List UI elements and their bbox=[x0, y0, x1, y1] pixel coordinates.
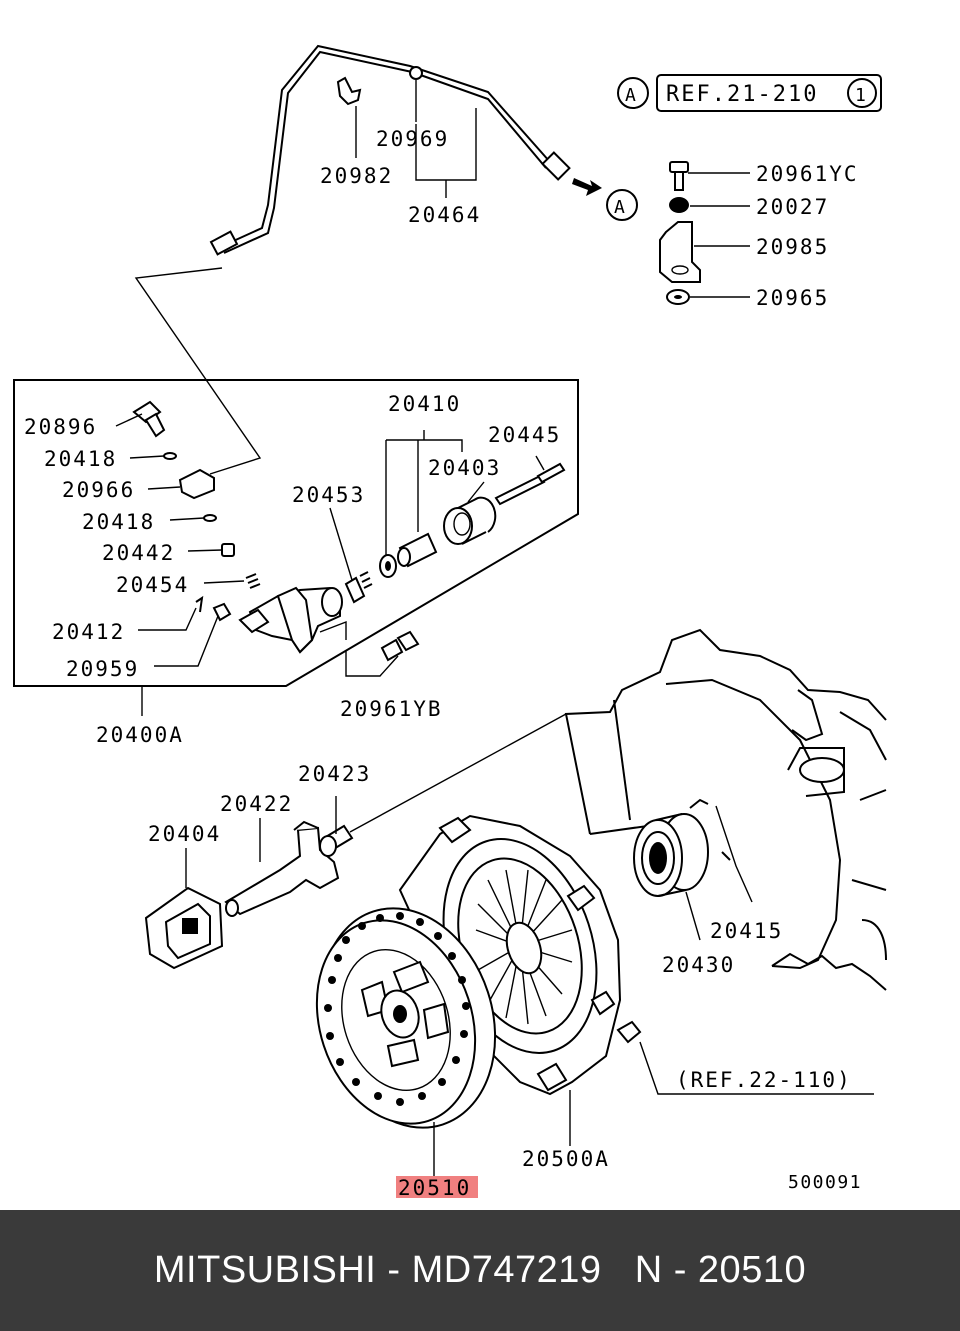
label-20966: 20966 bbox=[62, 478, 135, 502]
figure-number: 500091 bbox=[788, 1172, 862, 1193]
label-20027: 20027 bbox=[756, 195, 829, 219]
label-20400A: 20400A bbox=[96, 723, 184, 747]
parts-diagram: 20969 20982 20464 A A REF.21-210 1 20961… bbox=[13, 44, 887, 1200]
ref-box-21-210: A REF.21-210 1 bbox=[617, 74, 882, 112]
arrow-to-a bbox=[572, 178, 602, 196]
clutch-pipe bbox=[209, 44, 571, 256]
release-bearing bbox=[633, 813, 709, 897]
label-20464: 20464 bbox=[408, 203, 481, 227]
label-20430: 20430 bbox=[662, 953, 735, 977]
arrow-target-a: A bbox=[614, 197, 626, 218]
label-20442: 20442 bbox=[102, 541, 175, 565]
label-20418-b: 20418 bbox=[82, 510, 155, 534]
footer-caption: MITSUBISHI - MD747219 N - 20510 bbox=[153, 1249, 807, 1291]
label-20965: 20965 bbox=[756, 286, 829, 310]
footer-bar: MITSUBISHI - MD747219 N - 20510 bbox=[0, 1210, 960, 1331]
label-20510: 20510 bbox=[398, 1176, 471, 1200]
label-20961YC: 20961YC bbox=[756, 162, 859, 186]
label-20500A: 20500A bbox=[522, 1147, 610, 1171]
slave-cylinder-parts bbox=[132, 400, 566, 654]
label-ref-22-110: (REF.22-110) bbox=[676, 1068, 852, 1092]
label-20959: 20959 bbox=[66, 657, 139, 681]
ref-circle-a: A bbox=[625, 85, 637, 106]
label-20415: 20415 bbox=[710, 919, 783, 943]
label-20404: 20404 bbox=[148, 822, 221, 846]
label-20422: 20422 bbox=[220, 792, 293, 816]
transmission-housing bbox=[564, 628, 887, 991]
fork-boot bbox=[144, 886, 224, 970]
pressure-plate bbox=[398, 814, 642, 1096]
clutch-disc bbox=[315, 907, 497, 1129]
label-20982: 20982 bbox=[320, 164, 393, 188]
highlight-20510 bbox=[396, 1176, 478, 1198]
label-20423: 20423 bbox=[298, 762, 371, 786]
label-20896: 20896 bbox=[24, 415, 97, 439]
label-20445: 20445 bbox=[488, 423, 561, 447]
label-20454: 20454 bbox=[116, 573, 189, 597]
cylinder-assembly-box bbox=[13, 379, 579, 687]
label-20412: 20412 bbox=[52, 620, 125, 644]
ref-circle-num: 1 bbox=[855, 85, 867, 106]
label-20961YB: 20961YB bbox=[340, 697, 443, 721]
label-20410: 20410 bbox=[388, 392, 461, 416]
release-fork bbox=[224, 820, 354, 917]
bracket-hardware bbox=[659, 161, 701, 305]
label-20418-a: 20418 bbox=[44, 447, 117, 471]
label-20453: 20453 bbox=[292, 483, 365, 507]
bolt-20961YB bbox=[380, 630, 420, 662]
label-20985: 20985 bbox=[756, 235, 829, 259]
label-20969: 20969 bbox=[376, 127, 449, 151]
label-20403: 20403 bbox=[428, 456, 501, 480]
ref-text: REF.21-210 bbox=[666, 82, 818, 107]
